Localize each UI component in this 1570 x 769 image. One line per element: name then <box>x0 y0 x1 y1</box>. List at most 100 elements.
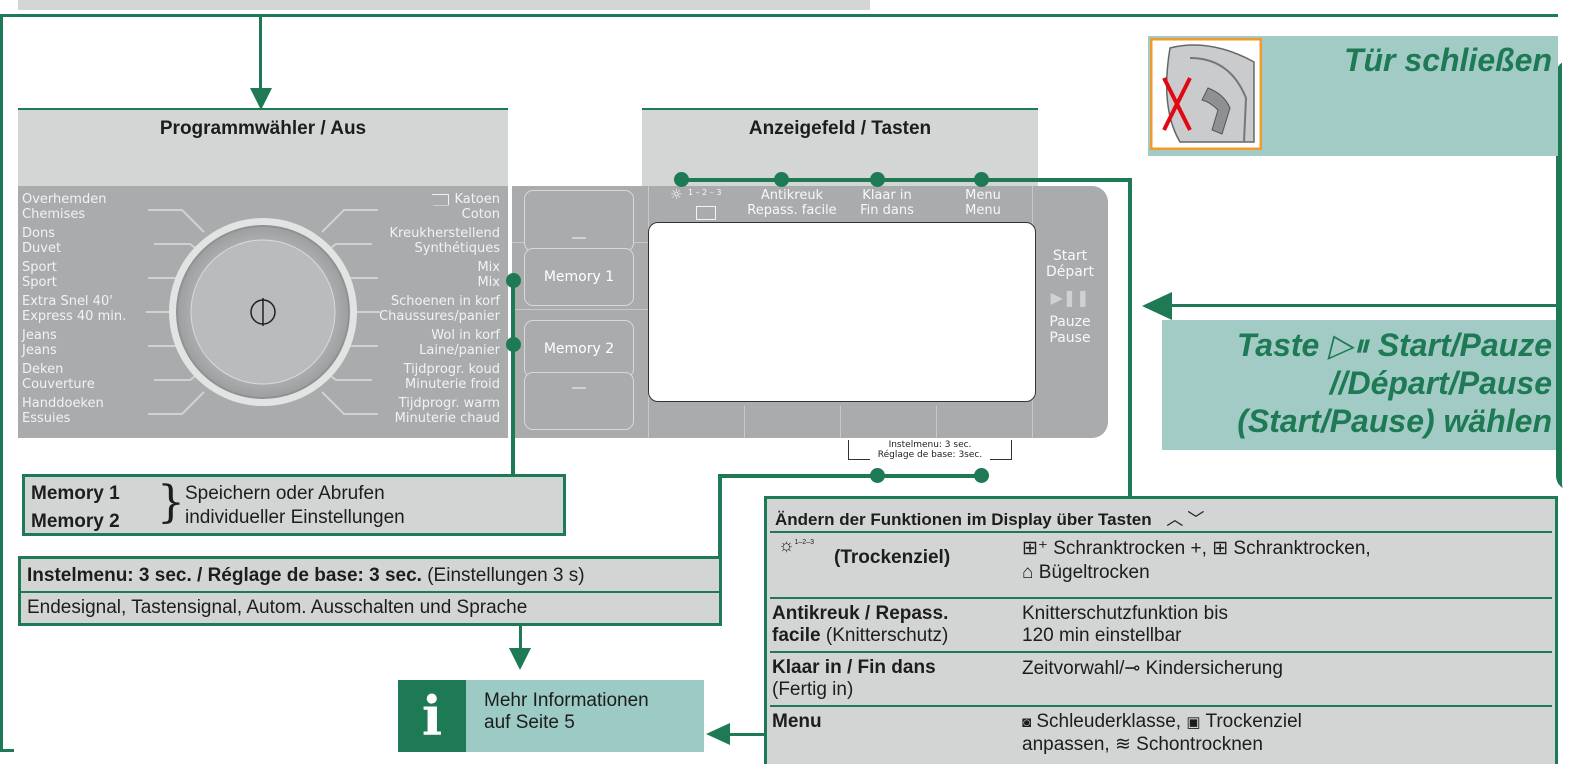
memory2-button[interactable]: Memory 2 <box>524 320 634 378</box>
row2-name: Antikreuk / Repass. facile (Knitterschut… <box>772 603 948 647</box>
program-label-left: Duvet <box>22 241 62 256</box>
dash-mark <box>572 387 586 389</box>
arrow-table-info-head <box>706 723 730 745</box>
menu-fr: Menu <box>965 203 1001 218</box>
blank-button-bottom[interactable] <box>524 372 634 430</box>
row4-desc: ◙ Schleuderklasse, ▣ Trockenziel anpasse… <box>1022 711 1302 756</box>
start-nl: Start <box>1052 248 1088 264</box>
start-pause-button[interactable]: Start Départ ▶❚❚ Pauze Pause <box>1036 248 1104 346</box>
row3-desc1b: Kindersicherung <box>1145 658 1283 679</box>
program-label-right: Synthétiques <box>414 241 501 256</box>
start-pause-box <box>1162 320 1556 450</box>
anti-crease-button-label[interactable]: Antikreuk Repass. facile <box>742 188 842 218</box>
row1-desc: ⊞⁺ Schranktrocken +, ⊞ Schranktrocken, ⌂… <box>1022 537 1371 585</box>
connector-dot <box>674 172 689 187</box>
edge-tab-inner <box>1562 14 1570 494</box>
row4-desc1: Schleuderklasse, <box>1036 711 1182 732</box>
cupboard-dry-plus-icon: ⊞⁺ <box>1022 538 1048 559</box>
key-icon: ⊸ <box>1124 658 1141 679</box>
program-label-left: Jeans <box>22 328 57 343</box>
row2-name-bold2: facile <box>772 625 821 646</box>
basic-settings-fr: Réglage de base: 3sec. <box>877 450 983 460</box>
program-label-right: Wol in korf <box>431 328 500 343</box>
settings-box-body: Endesignal, Tastensignal, Autom. Ausscha… <box>27 597 528 618</box>
info-icon: i <box>398 680 466 752</box>
brace-icon: } <box>157 477 185 528</box>
program-label-left: Essuies <box>22 411 71 426</box>
spin-class-icon: ◙ <box>1022 714 1032 731</box>
program-label-right: Tijdprogr. warm <box>398 396 500 411</box>
row1-desc1: Schranktrocken +, <box>1053 538 1207 559</box>
connector-dot <box>774 172 789 187</box>
row4-desc2a: anpassen, <box>1022 734 1110 755</box>
menu-button-label[interactable]: Menu Menu <box>938 188 1028 218</box>
program-label-right: Schoenen in korf <box>390 294 500 309</box>
start-pause-line3: (Start/Pause) wählen <box>1237 403 1552 439</box>
arrow-down-icon: ﹀ <box>1187 510 1205 529</box>
program-label-right: Minuterie chaud <box>394 411 500 426</box>
program-label-right: Kreukherstellend <box>389 226 500 241</box>
dryness-adjust-icon: ▣ <box>1186 714 1201 731</box>
start-fr: Départ <box>1045 264 1095 280</box>
frame-top <box>0 14 1558 17</box>
frame-left-bottom <box>0 749 14 752</box>
settings-box-title-rest: (Einstellungen 3 s) <box>427 565 585 586</box>
ready-in-fr: Fin dans <box>860 203 914 218</box>
panel-divider <box>744 406 745 438</box>
basic-settings-label: Instelmenu: 3 sec. Réglage de base: 3sec… <box>870 440 990 462</box>
program-label-right: Coton <box>461 207 500 222</box>
arrow-start-head <box>1142 292 1172 320</box>
info-line2: auf Seite 5 <box>484 712 575 733</box>
sun-icon: ☼ <box>670 187 683 203</box>
gentle-dry-icon: ≋ <box>1114 734 1131 755</box>
start-pause-text: Taste ▷⏸ Start/Pauze //Départ/Pause (Sta… <box>1162 326 1552 440</box>
settings-box-divider <box>21 591 719 593</box>
arrow-table-info-shaft <box>728 733 768 736</box>
table-row: Menu ◙ Schleuderklasse, ▣ Trockenziel an… <box>770 705 1552 769</box>
anti-crease-nl: Antikreuk <box>760 188 824 203</box>
display-panel: Memory 1 Memory 2 ☼ 1 – 2 – 3 Antikreuk … <box>512 186 1108 438</box>
row2-name-bold: Antikreuk / Repass. <box>772 603 949 624</box>
program-label-left: Extra Snel 40' <box>22 294 113 309</box>
program-dial[interactable] <box>128 194 398 430</box>
row1-desc2: Bügeltrocken <box>1038 562 1150 583</box>
row3-name-bold: Klaar in / Fin dans <box>772 657 936 678</box>
play-pause-outline-icon: ▷⏸ <box>1328 327 1369 363</box>
display-screen <box>648 222 1036 402</box>
connector-settings <box>720 474 982 478</box>
blank-button-top[interactable] <box>524 190 634 252</box>
row2-desc1: Knitterschutzfunktion bis <box>1022 603 1228 624</box>
row2-desc2: 120 min einstellbar <box>1022 625 1182 646</box>
anti-crease-fr: Repass. facile <box>747 203 837 218</box>
memory2-label: Memory 2 <box>543 341 615 357</box>
row3-desc: Zeitvorwahl/⊸ Kindersicherung <box>1022 657 1283 680</box>
row4-desc1b: Trockenziel <box>1205 711 1302 732</box>
functions-table-title-text: Ändern der Funktionen im Display über Ta… <box>775 510 1152 529</box>
settings-box-title: Instelmenu: 3 sec. / Réglage de base: 3 … <box>27 565 585 587</box>
arrow-selector-head <box>250 88 272 110</box>
connector-settings-down <box>718 474 722 560</box>
basic-settings-nl: Instelmenu: 3 sec. <box>888 440 972 450</box>
selector-title: Programmwähler / Aus <box>18 108 508 186</box>
table-row: Klaar in / Fin dans (Fertig in) Zeitvorw… <box>770 651 1552 707</box>
panel-divider <box>512 309 648 310</box>
cotton-icon <box>696 206 716 220</box>
memory1-button[interactable]: Memory 1 <box>524 248 634 306</box>
row3-desc1: Zeitvorwahl/ <box>1022 658 1125 679</box>
connector-buttons-down <box>1128 178 1132 498</box>
arrow-info-head <box>509 648 531 670</box>
connector-dot <box>506 273 521 288</box>
functions-table-title: Ändern der Funktionen im Display über Ta… <box>775 505 1204 530</box>
menu-nl: Menu <box>965 188 1001 203</box>
cupboard-dry-icon: ⊞ <box>1212 538 1229 559</box>
dryness-button-label[interactable]: ☼ 1 – 2 – 3 <box>666 188 736 222</box>
program-label-left: Sport <box>22 275 57 290</box>
ready-in-nl: Klaar in <box>862 188 912 203</box>
memory1-label: Memory 1 <box>543 269 615 285</box>
program-label-right: Tijdprogr. koud <box>403 362 500 377</box>
ready-in-button-label[interactable]: Klaar in Fin dans <box>842 188 932 218</box>
display-title-text: Anzeigefeld / Tasten <box>748 118 932 139</box>
cotton-icon <box>426 193 450 206</box>
start-pause-key-label: Start/Pauze <box>1377 327 1552 363</box>
arrow-selector-shaft <box>259 14 262 94</box>
